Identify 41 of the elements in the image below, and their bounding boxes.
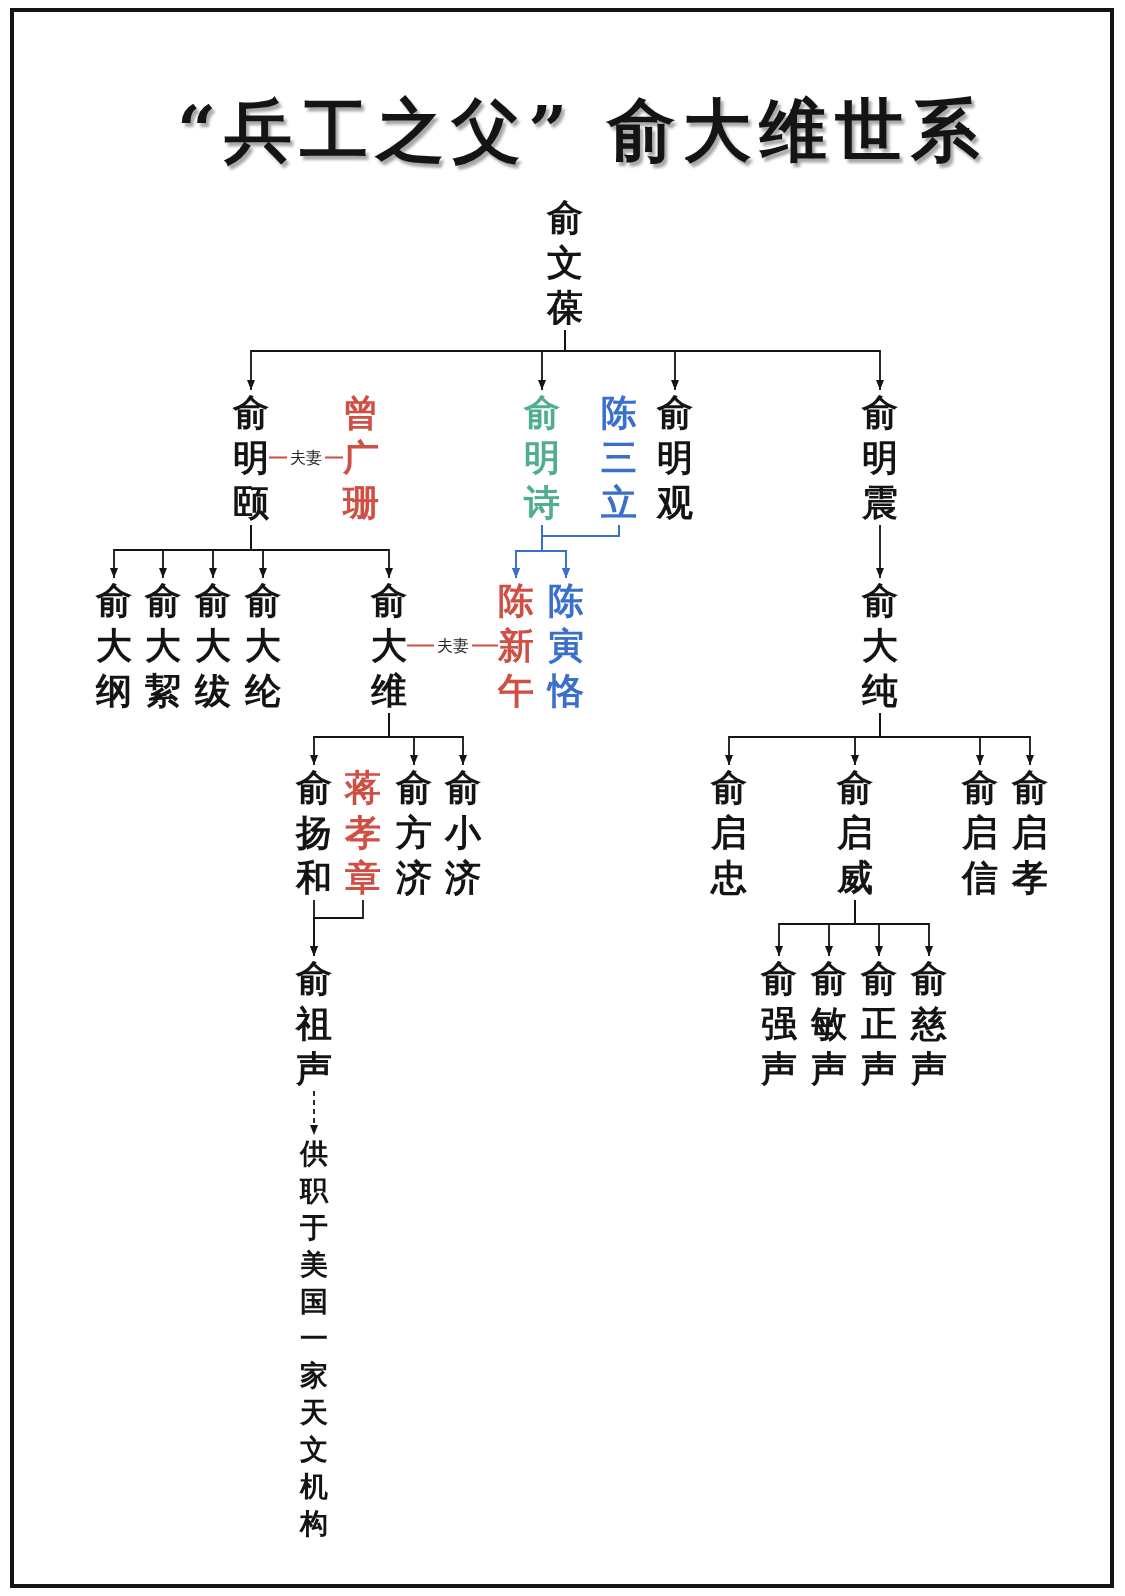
person-name: 曾广珊: [343, 390, 379, 525]
person-name: 俞文葆: [547, 195, 583, 330]
title: “兵工之父” 俞大维世系: [177, 89, 987, 172]
person-name: 陈寅恪: [548, 578, 584, 713]
person-name: 俞启威: [837, 765, 873, 900]
person-name: 俞敏声: [811, 956, 847, 1091]
edge-label: 夫妻: [287, 448, 325, 467]
arrow: [541, 524, 620, 579]
note-text: 供职于美国一家天文机构: [300, 1135, 328, 1542]
person-name: 俞方济: [396, 765, 432, 900]
person-name: 俞大絜: [145, 578, 181, 713]
edge-label: 夫妻: [433, 636, 472, 655]
person-name: 俞大纶: [245, 578, 281, 713]
arrow: [879, 712, 1034, 766]
person-name: 俞大维: [371, 578, 407, 713]
person-name: 俞大纲: [96, 578, 132, 713]
arrow: [388, 712, 467, 766]
arrow: [310, 899, 364, 957]
person-name: 俞启孝: [1012, 765, 1048, 900]
person-name: 俞明诗: [524, 390, 560, 525]
arrow: [876, 524, 884, 579]
person-name: 俞正声: [861, 956, 897, 1091]
person-name: 俞祖声: [296, 956, 332, 1091]
person-name: 俞小济: [445, 765, 481, 900]
arrow: [854, 899, 933, 957]
arrow: [564, 329, 884, 391]
person-name: 俞启信: [962, 765, 998, 900]
person-name: 蒋孝章: [345, 765, 381, 900]
person-name: 俞大绂: [195, 578, 231, 713]
person-name: 陈新午: [498, 578, 534, 713]
arrow: [250, 524, 393, 579]
dashed-arrow: [310, 1090, 318, 1136]
person-name: 俞强声: [761, 956, 797, 1091]
person-name: 俞明震: [862, 390, 898, 525]
person-name: 俞明颐: [233, 390, 269, 525]
person-name: 陈三立: [601, 390, 637, 525]
person-name: 俞明观: [657, 390, 693, 525]
person-name: 俞大纯: [862, 578, 898, 713]
person-name: 俞启忠: [711, 765, 747, 900]
person-name: 俞扬和: [296, 765, 332, 900]
person-name: 俞慈声: [911, 956, 947, 1091]
